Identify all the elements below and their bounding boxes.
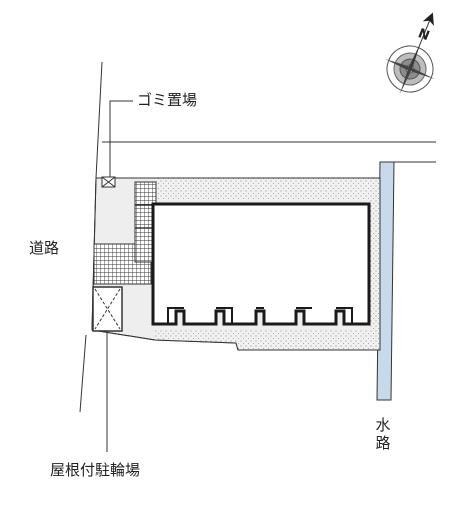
bike-parking-label: 屋根付駐輪場 [50,461,141,479]
site-dotted-border [155,178,380,350]
garbage-leader-line [109,100,133,177]
bike-parking-roof-cross [94,288,121,330]
garbage-station-icon-cross [101,176,116,188]
compass-north-label: N [416,26,432,44]
waterway-label-char-1: 水 [375,416,391,434]
road-edge-bottom-left [79,334,87,413]
road-label: 道路 [29,239,60,257]
waterway-label: 水 路 [374,416,392,452]
building [151,202,371,326]
building-balconies [167,307,353,324]
compass-rose-icon: N [384,12,436,95]
garbage-station-label: ゴミ置場 [137,91,198,109]
road-edge-top-left [95,61,103,179]
waterway-label-char-2: 路 [375,434,391,452]
